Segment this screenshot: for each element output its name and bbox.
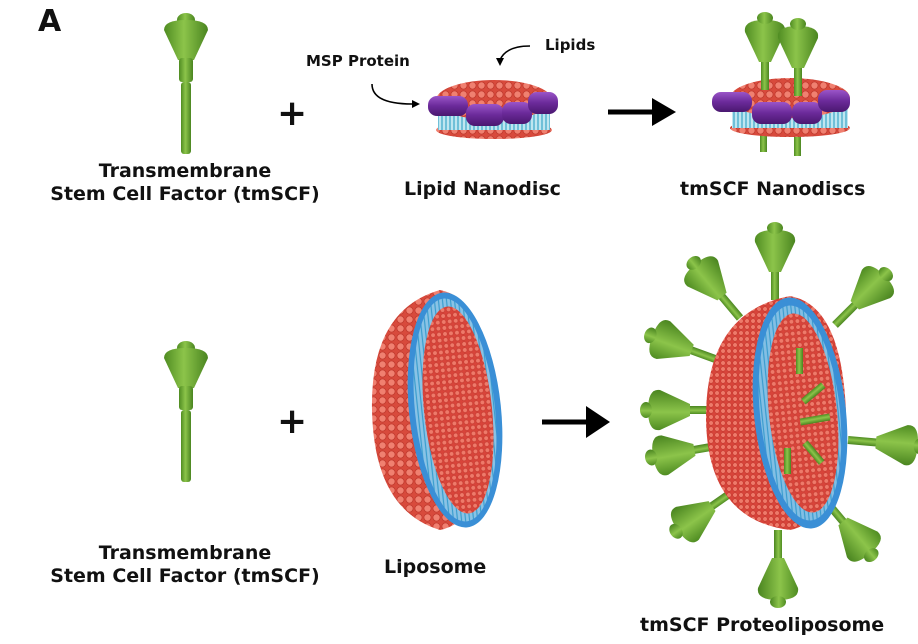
tmscf-label-row2-line1: Transmembrane: [98, 542, 272, 564]
lipids-annotation: Lipids: [545, 36, 596, 54]
tmscf-label-row2-line2: Stem Cell Factor (tmSCF): [50, 565, 320, 588]
plus-operator-row1: +: [277, 93, 308, 134]
tmscf-label-row1-line2: Stem Cell Factor (tmSCF): [50, 183, 320, 206]
msp-annotation-arrow: [371, 83, 413, 105]
liposome: [371, 290, 503, 530]
lipid-nanodisc-label: Lipid Nanodisc: [404, 178, 561, 200]
tmscf-label-row1: Transmembrane Stem Cell Factor (tmSCF): [30, 160, 340, 206]
tmscf-label-row1-line1: Transmembrane: [98, 160, 272, 182]
msp-protein-annotation: MSP Protein: [306, 52, 410, 70]
liposome-label: Liposome: [384, 556, 487, 578]
lipids-annotation-arrow: [499, 45, 531, 61]
tmscf-protein-row2: [164, 341, 208, 482]
tmscf-label-row2: Transmembrane Stem Cell Factor (tmSCF): [30, 542, 340, 588]
reaction-arrow-row1: [608, 98, 676, 126]
lipid-nanodisc: [428, 80, 558, 139]
tmscf-proteoliposome-label: tmSCF Proteoliposome: [640, 614, 885, 636]
tmscf-protein-row1: [164, 13, 208, 154]
tmscf-nanodiscs-label: tmSCF Nanodiscs: [680, 178, 866, 200]
plus-operator-row2: +: [277, 401, 308, 442]
reaction-arrow-row2: [542, 406, 610, 438]
tmscf-proteoliposome: [637, 222, 918, 608]
panel-letter: A: [38, 4, 62, 39]
tmscf-nanodisc: [712, 12, 850, 156]
